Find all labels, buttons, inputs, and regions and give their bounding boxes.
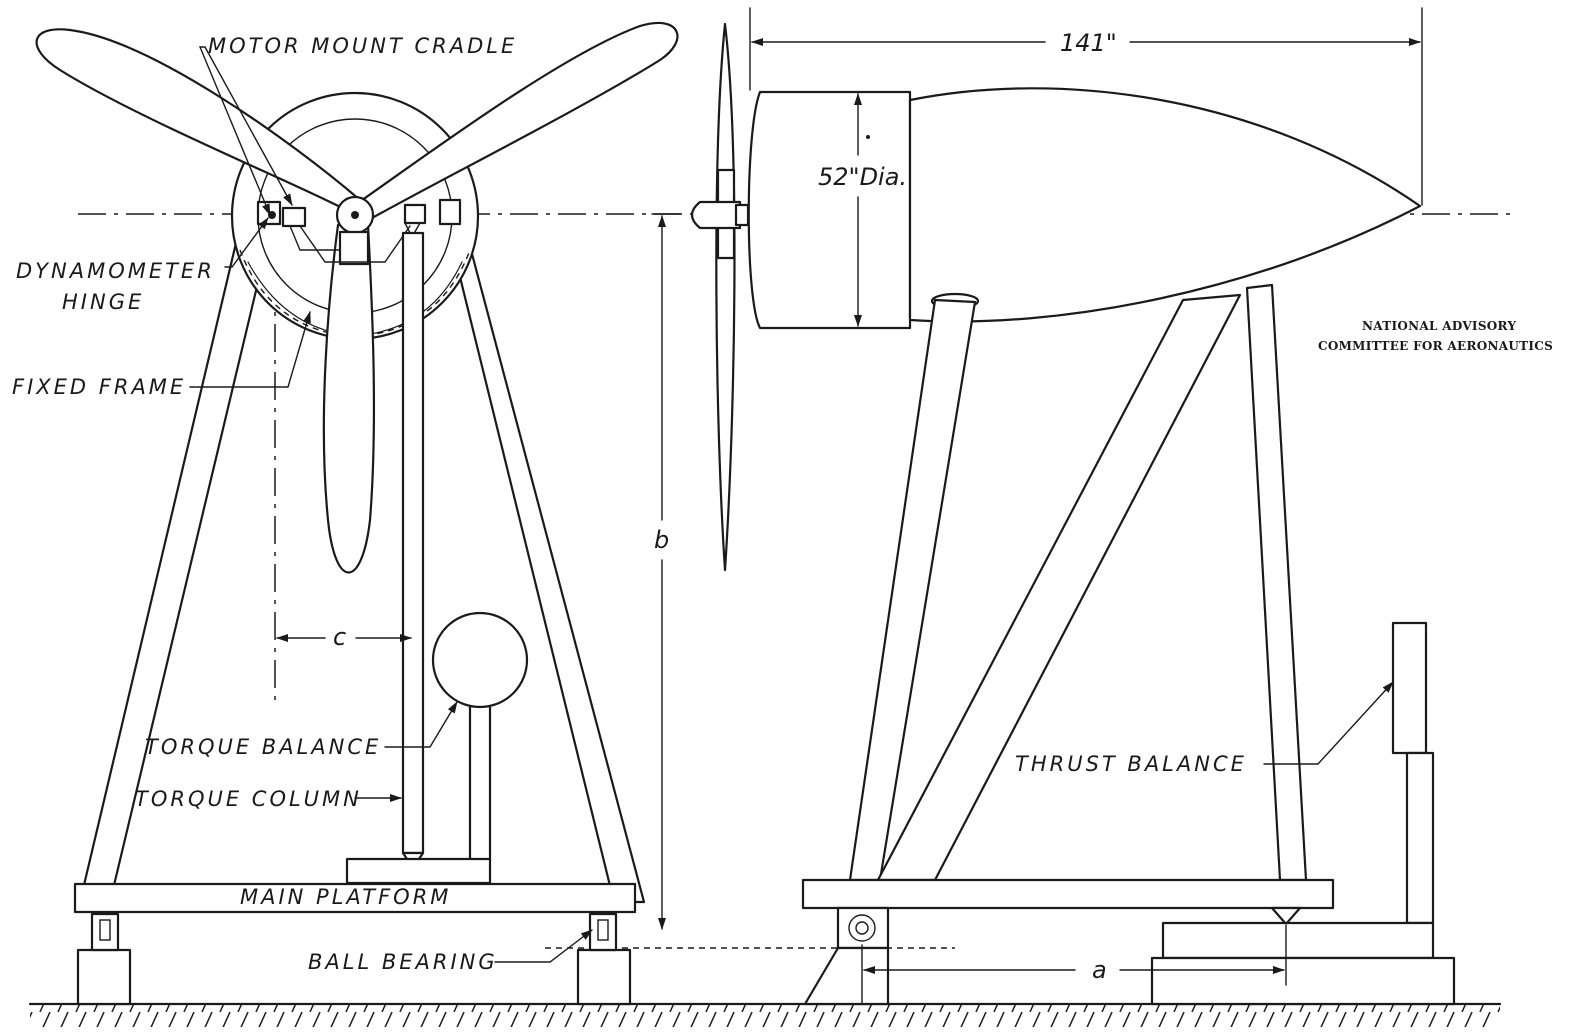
label-main-platform: MAIN PLATFORM: [240, 885, 451, 909]
label-thrust-balance: THRUST BALANCE: [1015, 752, 1247, 776]
thrust-platform: [801, 878, 1335, 1006]
propeller-front-view: [35, 21, 679, 574]
torque-balance: [345, 611, 529, 885]
dimension-a: [861, 924, 1287, 1005]
label-dynamometer: DYNAMOMETER: [16, 259, 215, 283]
main-platform: [73, 882, 637, 914]
dimension-52-dia: [854, 93, 870, 327]
label-motor-mount-cradle: MOTOR MOUNT CRADLE: [208, 34, 517, 58]
dimension-a-text: a: [1092, 956, 1107, 984]
dimension-141-text: 141": [1060, 29, 1117, 57]
dimension-141: [749, 7, 1423, 206]
label-torque-balance: TORQUE BALANCE: [145, 735, 381, 759]
label-torque-column: TORQUE COLUMN: [135, 787, 362, 811]
credit-line-2: COMMITTEE FOR AERONAUTICS: [1318, 339, 1553, 353]
dimension-c-text: c: [333, 623, 346, 651]
nacelle: [747, 87, 1422, 330]
label-fixed-frame: FIXED FRAME: [12, 375, 186, 399]
propeller-side-view: [690, 22, 750, 572]
label-ball-bearing: BALL BEARING: [308, 950, 498, 974]
credit-line-1: NATIONAL ADVISORY: [1362, 319, 1516, 333]
torque-column: [401, 231, 425, 870]
label-hinge: HINGE: [62, 290, 144, 314]
ground: [28, 1002, 1502, 1027]
dimension-b: [651, 213, 681, 930]
leader-lines: [189, 46, 1394, 963]
left-supports: [76, 912, 632, 1006]
dimension-52-dia-text: 52"Dia.: [818, 163, 907, 191]
nacelle-struts: [848, 283, 1308, 882]
dimension-b-text: b: [654, 526, 669, 554]
thrust-balance: [1150, 621, 1456, 1006]
